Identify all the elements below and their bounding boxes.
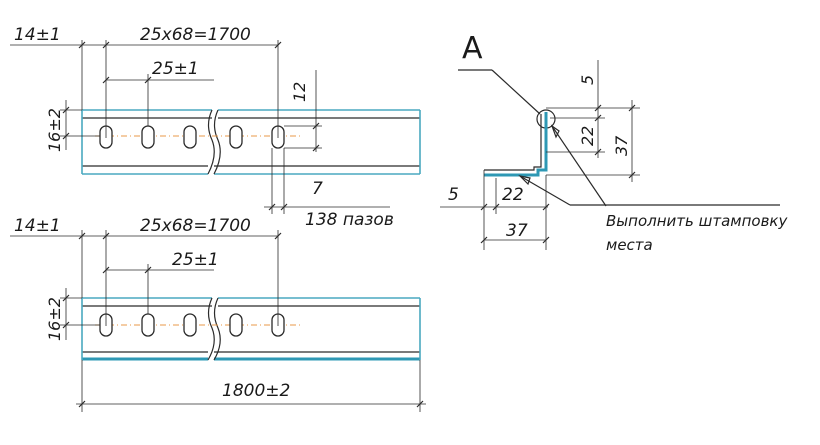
bottom-dim-offset: 16±2 <box>45 288 100 341</box>
top-dim-total-pitch: 25x68=1700 <box>106 25 282 138</box>
top-profile-view: 14±1 25x68=1700 25±1 16±2 <box>10 25 421 230</box>
detail-dim-v-inner-label: 22 <box>578 126 597 146</box>
bottom-dim-total-pitch-label: 25x68=1700 <box>140 216 251 236</box>
detail-dim-v-outer-label: 37 <box>612 135 631 156</box>
top-dim-offset: 16±2 <box>45 100 100 152</box>
detail-note-line2: места <box>606 236 653 254</box>
detail-horizontal-dims: 5 22 37 <box>440 170 550 250</box>
slot <box>183 125 197 149</box>
slot <box>229 125 243 149</box>
bottom-dim-total-pitch: 25x68=1700 <box>106 216 282 326</box>
detail-vertical-dims: 5 22 37 <box>546 60 640 182</box>
bottom-dim-edge-label: 14±1 <box>14 216 61 236</box>
detail-note-leaders <box>518 124 780 207</box>
top-dim-total-pitch-label: 25x68=1700 <box>140 25 251 45</box>
bottom-dim-offset-label: 16±2 <box>45 297 64 341</box>
bottom-slots <box>99 313 285 337</box>
top-dim-slot-width-label: 7 <box>312 179 323 199</box>
top-dim-offset-label: 16±2 <box>45 108 64 152</box>
slot <box>183 313 197 337</box>
bottom-dim-length: 1800±2 <box>76 360 426 412</box>
top-dim-slot-height: 12 <box>284 70 322 152</box>
top-dim-slot-width: 7 138 пазов <box>264 148 394 230</box>
detail-dim-h-outer-label: 37 <box>506 221 528 241</box>
detail-dim-top-label: 5 <box>578 75 597 85</box>
detail-profile-section <box>484 112 548 177</box>
detail-leader <box>491 69 541 115</box>
bottom-dim-pitch: 25±1 <box>102 250 219 314</box>
top-dim-slot-height-label: 12 <box>290 82 309 102</box>
slot <box>141 313 155 337</box>
bottom-profile-view: 14±1 25x68=1700 25±1 16±2 <box>10 216 426 412</box>
top-dim-pitch-label: 25±1 <box>152 59 199 79</box>
slot <box>229 313 243 337</box>
bottom-dim-pitch-label: 25±1 <box>172 250 219 270</box>
detail-dim-h-inner-label: 22 <box>502 185 524 205</box>
detail-note-line1: Выполнить штамповку <box>606 212 788 230</box>
top-slot-count-label: 138 пазов <box>305 210 394 230</box>
bottom-dim-length-label: 1800±2 <box>222 381 290 401</box>
slot <box>141 125 155 149</box>
top-dim-edge: 14±1 <box>10 25 110 138</box>
top-profile-outline <box>81 109 421 175</box>
top-dim-pitch: 25±1 <box>102 59 214 126</box>
detail-label: A <box>462 31 483 66</box>
top-dim-edge-label: 14±1 <box>14 25 61 45</box>
bottom-profile-outline <box>81 297 421 361</box>
top-slots <box>99 125 285 149</box>
bottom-dim-edge: 14±1 <box>10 216 110 326</box>
detail-a-view: A 5 22 37 5 22 <box>440 31 788 254</box>
detail-dim-left-label: 5 <box>448 185 459 205</box>
